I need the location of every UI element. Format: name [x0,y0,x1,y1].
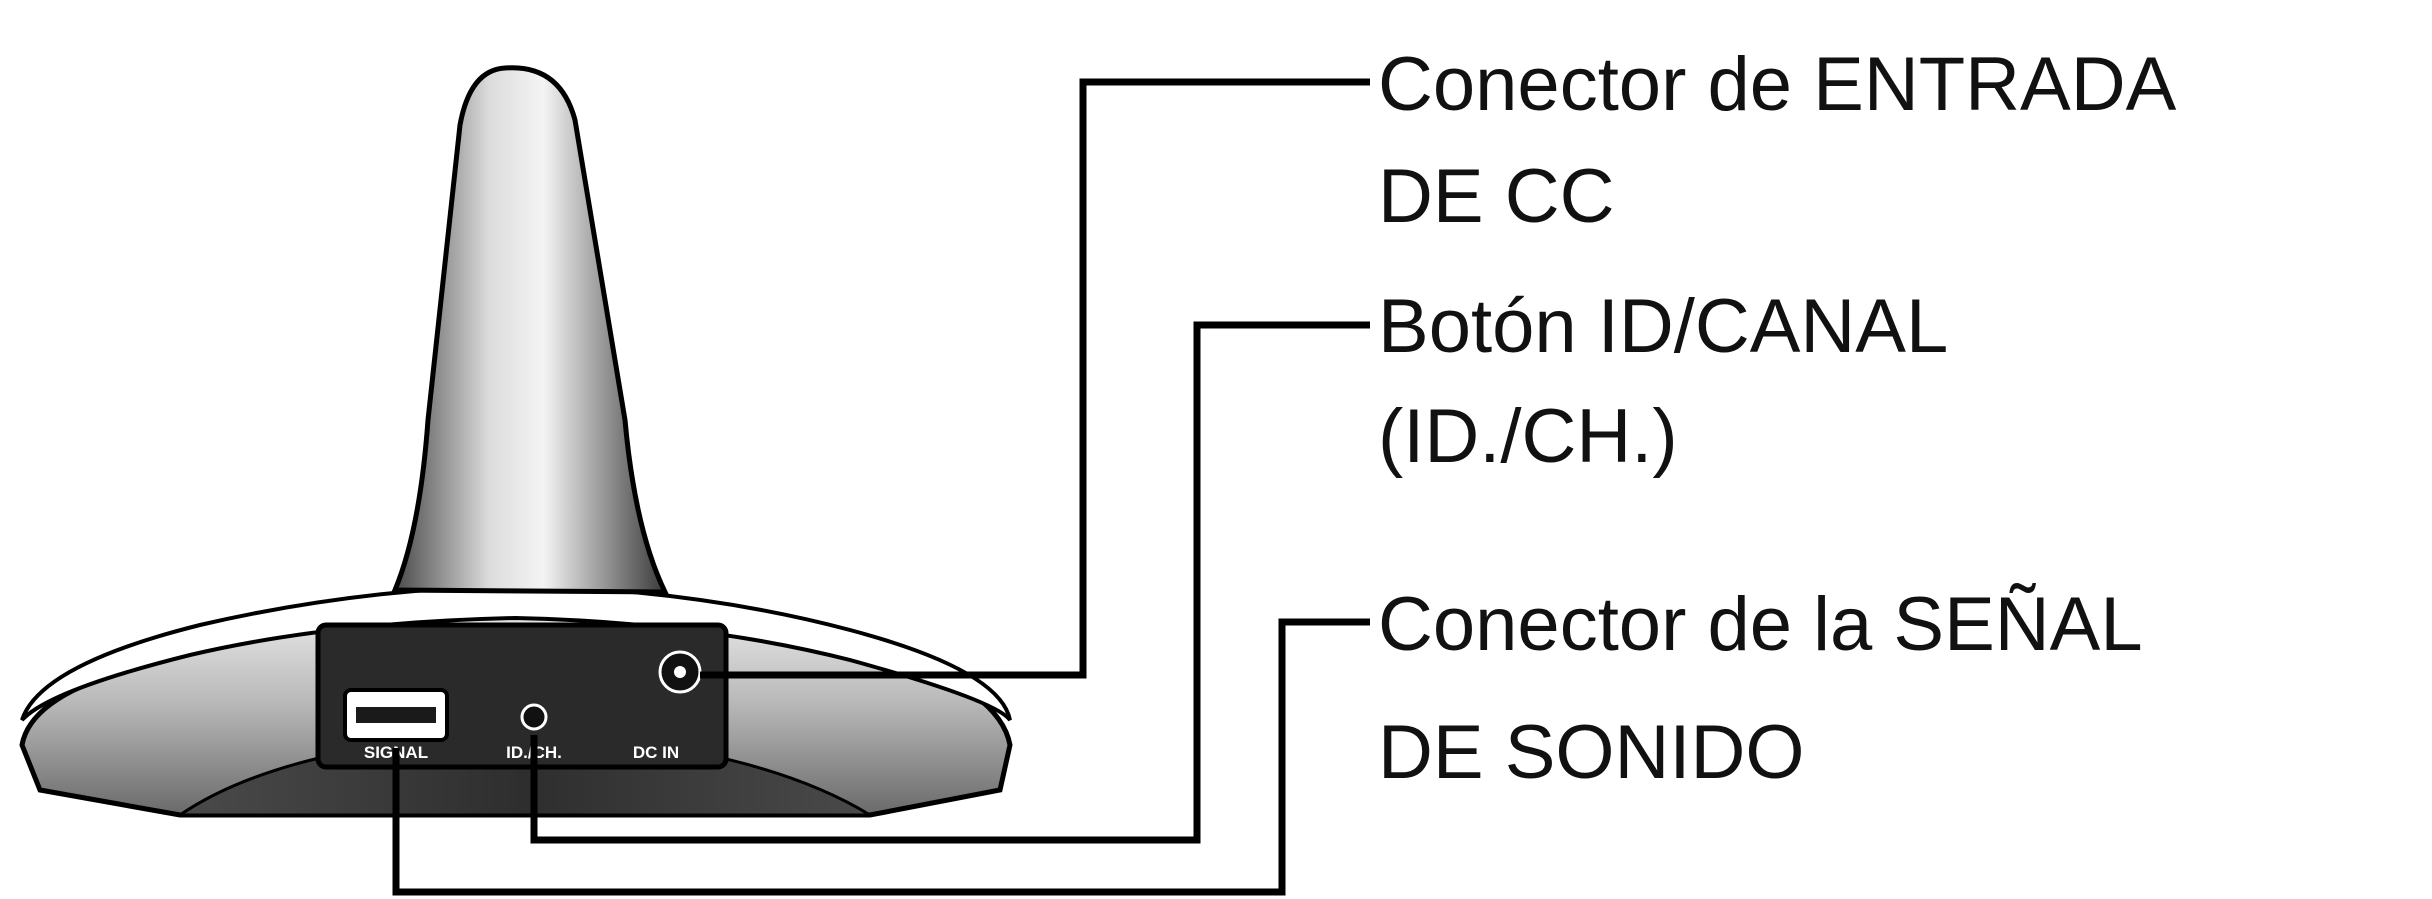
callout-id-ch: Botón ID/CANAL (ID./CH.) [1378,284,1948,479]
callout-signal-line2: DE SONIDO [1378,710,1805,795]
device-rim [20,582,1012,722]
callout-dc-in-line1: Conector de ENTRADA [1378,42,2177,127]
callout-id-ch-line1: Botón ID/CANAL [1378,284,1948,369]
callout-id-ch-line2: (ID./CH.) [1378,394,1678,479]
id-ch-button[interactable] [520,703,548,731]
device-cone [391,65,670,595]
callout-signal-line1: Conector de la SEÑAL [1378,582,2143,667]
callout-signal: Conector de la SEÑAL DE SONIDO [1378,582,2143,795]
leader-line-signal [392,618,1370,896]
transmitter-device: SIGNAL ID./CH. DC IN [19,65,1013,818]
callout-dc-in-line2: DE CC [1378,154,1614,239]
dc-in-jack-pin [674,666,686,678]
panel-label-dc-in: DC IN [633,743,679,762]
leader-line-dc-in [700,78,1370,679]
callout-dc-in: Conector de ENTRADA DE CC [1378,42,2177,239]
leader-line-id-ch [530,321,1370,844]
signal-port-inner [356,707,436,723]
